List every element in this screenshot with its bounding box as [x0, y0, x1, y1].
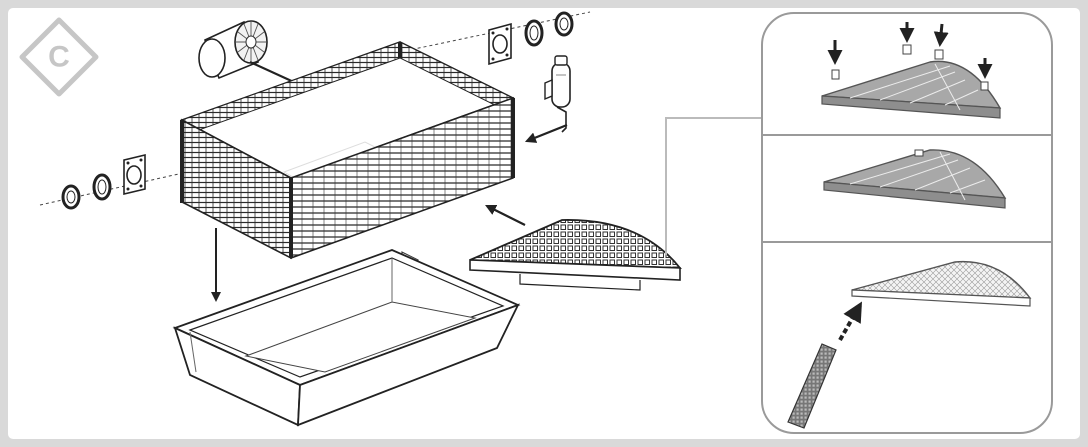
fitting-ring-left-1	[61, 184, 81, 210]
water-bottle	[544, 55, 571, 133]
base-tray	[172, 249, 521, 427]
inset-3-mesh-insert	[787, 260, 1032, 429]
arrow-bottle-to-cage	[524, 123, 568, 143]
fitting-ring-right-1	[524, 19, 544, 47]
insert-arrow-icon	[838, 301, 862, 341]
mesh-strip	[787, 343, 837, 429]
step-letter: C	[48, 41, 70, 74]
arrow-tray-into-cage	[485, 205, 526, 226]
wire-cage	[180, 41, 515, 281]
inset-2-assembled-base	[823, 149, 1007, 209]
corner-tray	[469, 215, 682, 291]
step-badge: C	[19, 17, 99, 97]
push-down-arrow-icon	[827, 22, 993, 79]
inset-panel	[761, 12, 1053, 434]
fitting-ring-right-2	[554, 11, 574, 37]
diamond-badge-icon	[19, 17, 99, 97]
fitting-plate-left	[123, 153, 146, 196]
fitting-ring-left-2	[92, 173, 112, 201]
callout-line	[665, 117, 762, 255]
fitting-plate-right	[488, 22, 512, 66]
inset-1-press-clips	[821, 22, 1002, 119]
